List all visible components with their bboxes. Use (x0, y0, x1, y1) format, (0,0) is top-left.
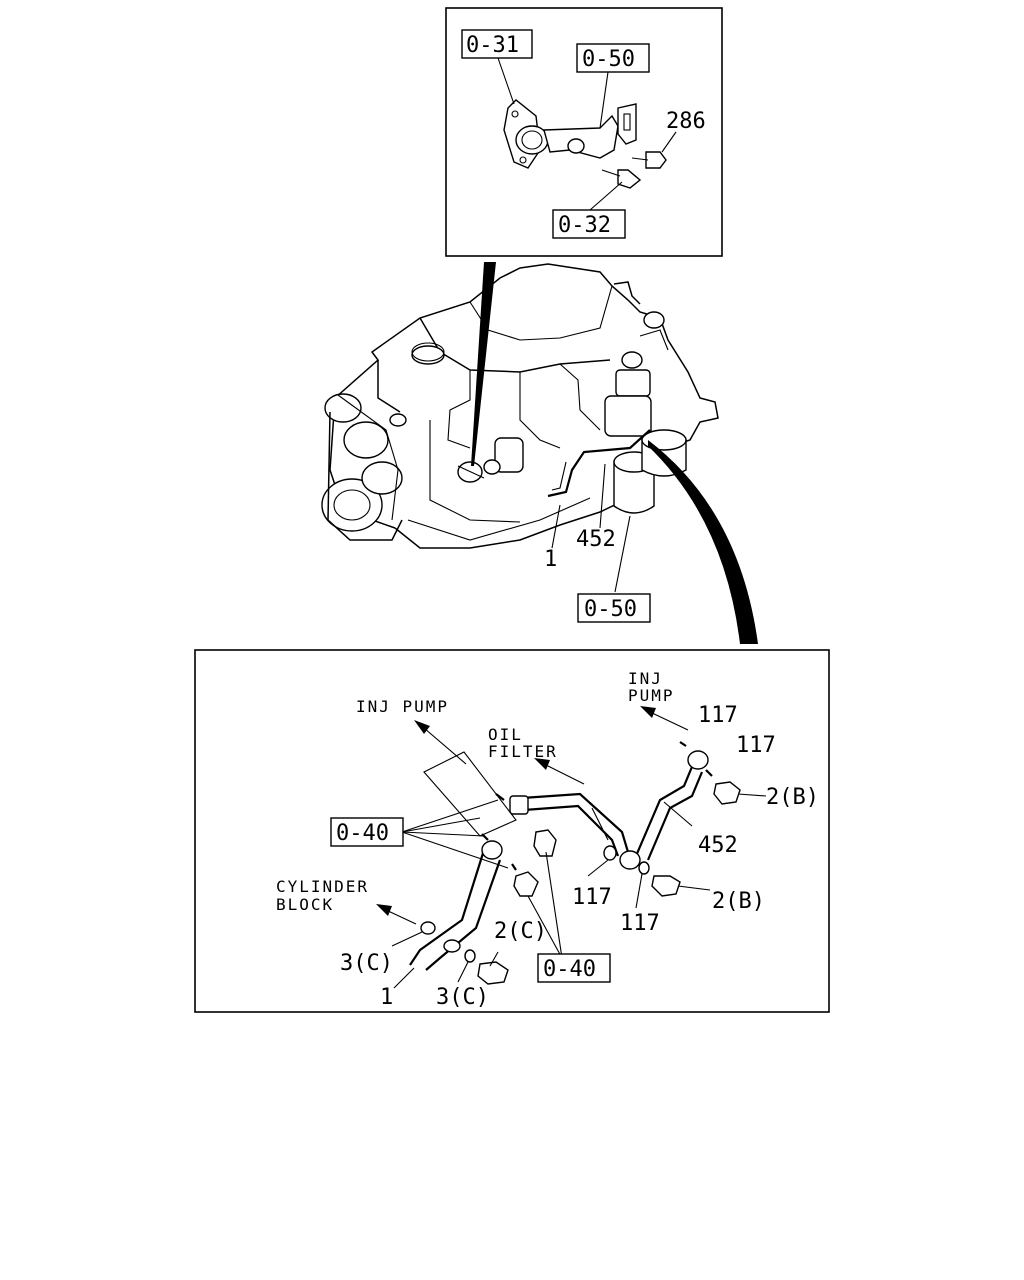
note-cylinder: CYLINDER (276, 877, 369, 896)
part-117-b: 117 (736, 733, 776, 758)
note-block: BLOCK (276, 895, 334, 914)
bottom-inset-parts (376, 706, 767, 989)
top-inset-parts (497, 57, 677, 211)
part-2b-a: 2(B) (766, 785, 819, 810)
part-117-d: 117 (620, 911, 660, 936)
top-ref-0-50: 0-50 (582, 47, 635, 72)
note-inj-pump-r2: PUMP (628, 686, 675, 705)
ref-label: 0-50 (584, 597, 637, 622)
part-2c: 2(C) (494, 919, 547, 944)
note-inj-pump-r1: INJ (628, 669, 663, 688)
part-117-c: 117 (572, 885, 612, 910)
part-3c-a: 3(C) (340, 951, 393, 976)
part-117-a: 117 (698, 703, 738, 728)
part-label-452: 452 (576, 527, 616, 552)
bottom-inset-frame (194, 649, 830, 1013)
part-2b-b: 2(B) (712, 889, 765, 914)
top-ref-0-32: 0-32 (558, 213, 611, 238)
note-oil-filter-2: FILTER (488, 742, 558, 761)
ref-box (577, 593, 651, 623)
note-oil-filter-1: OIL (488, 725, 523, 744)
engine-illustration (321, 262, 758, 644)
bottom-ref-0-40-b: 0-40 (543, 957, 596, 982)
bottom-ref-0-40-a: 0-40 (336, 821, 389, 846)
part-1-bottom: 1 (380, 985, 393, 1010)
top-part-286: 286 (666, 109, 706, 134)
part-452: 452 (698, 833, 738, 858)
part-label-1: 1 (544, 547, 557, 572)
top-ref-0-31: 0-31 (466, 33, 519, 58)
part-3c-b: 3(C) (436, 985, 489, 1010)
note-inj-pump: INJ PUMP (356, 697, 449, 716)
